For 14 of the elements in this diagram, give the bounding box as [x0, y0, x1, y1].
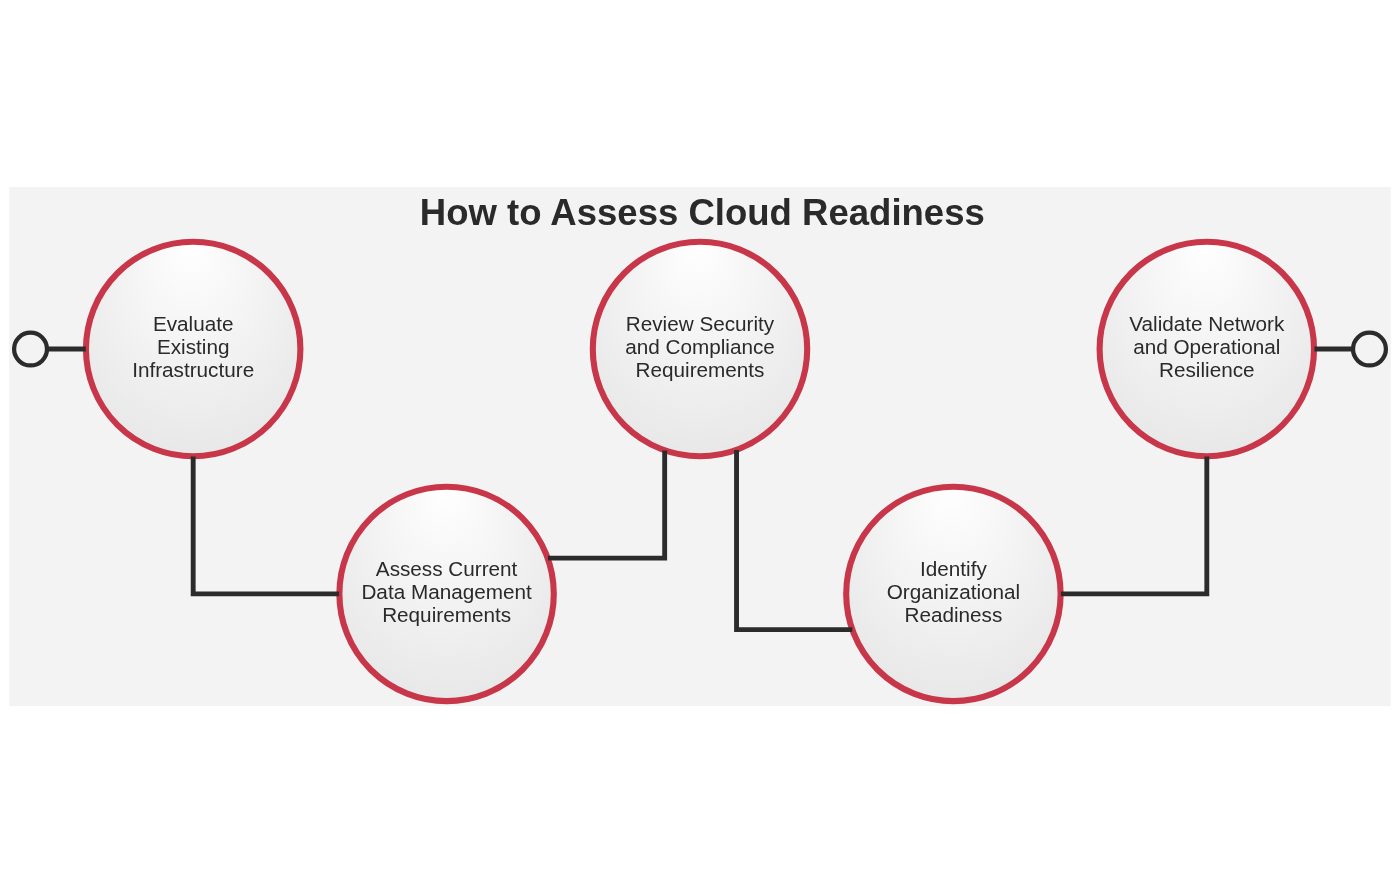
connector — [1060, 455, 1210, 596]
node-circle — [11, 329, 50, 368]
connector — [1314, 346, 1353, 351]
node-circle: Validate Network and Operational Resilience — [1096, 238, 1318, 459]
node-circle — [1350, 329, 1389, 368]
connector — [547, 450, 668, 561]
connector — [734, 449, 853, 632]
connector — [47, 346, 86, 351]
node-circle: Identify Organizational Readiness — [843, 483, 1064, 704]
diagram-title: How to Assess Cloud Readiness — [419, 191, 985, 233]
node-circle: Review Security and Compliance Requirements — [589, 238, 811, 459]
node-circle: Evaluate Existing Infrastructure — [82, 238, 304, 459]
connector — [190, 455, 340, 596]
node-circle: Assess Current Data Management Requirements — [336, 483, 557, 704]
